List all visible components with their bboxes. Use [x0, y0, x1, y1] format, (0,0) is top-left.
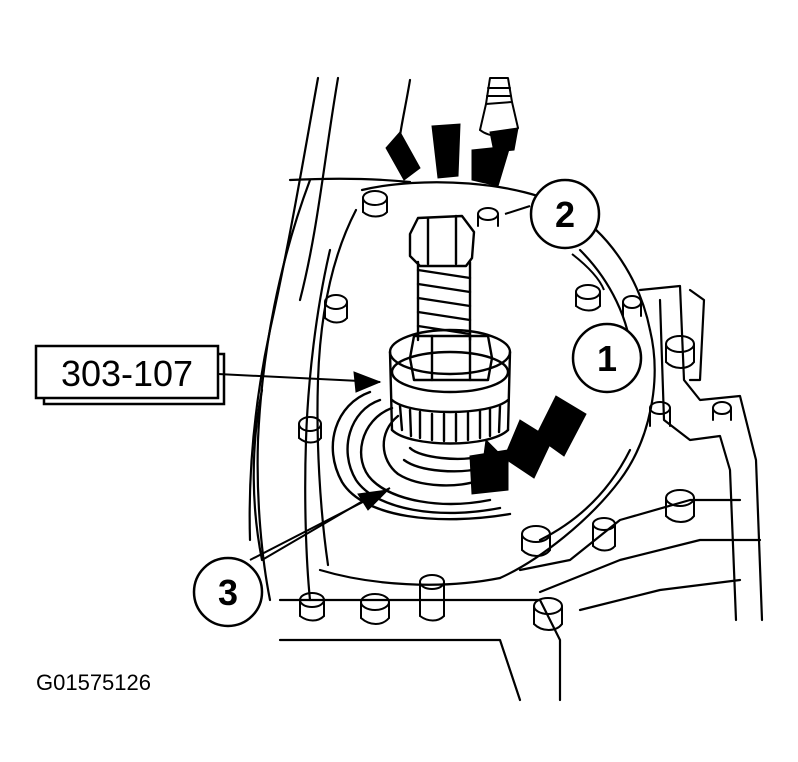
figure-id: G01575126	[36, 670, 151, 695]
rotation-arrow-top	[385, 123, 519, 187]
callout-3: 3	[192, 556, 264, 628]
callout-3-number: 3	[218, 572, 238, 613]
callout-2-leader-line	[504, 205, 531, 215]
callout-1-leader-line	[571, 253, 605, 291]
tool-number-label: 303-107	[61, 353, 193, 394]
bolt	[324, 294, 348, 324]
tool-leader-line	[217, 373, 381, 383]
bolt	[419, 574, 445, 622]
seal-installer-tool	[388, 214, 512, 445]
bolt	[649, 401, 671, 427]
bolt	[665, 335, 695, 369]
bolt	[533, 597, 563, 631]
bolt	[360, 593, 390, 625]
callout-2: 2	[529, 178, 601, 250]
housing-bolts	[298, 190, 732, 631]
bolt	[477, 207, 499, 227]
leader-arrowheads	[353, 371, 390, 511]
top-stud	[479, 77, 519, 137]
callout-1: 1	[571, 322, 643, 394]
callout-2-number: 2	[555, 194, 575, 235]
bolt	[575, 284, 601, 312]
bolt	[298, 416, 322, 444]
callout-3-arrowhead	[357, 489, 390, 511]
bolt	[592, 517, 616, 552]
tool-arrowhead	[353, 371, 382, 393]
bolt	[712, 401, 732, 421]
rotation-arrow-bottom	[469, 395, 587, 495]
transmission-housing	[248, 76, 412, 602]
bolt	[622, 295, 642, 317]
bolt	[521, 525, 551, 557]
bolt	[665, 489, 695, 523]
callout-1-number: 1	[597, 338, 617, 379]
case-flange	[278, 284, 764, 702]
bolt	[299, 592, 325, 622]
leader-lines	[217, 205, 605, 561]
bolt	[362, 190, 388, 218]
tool-label-box: 303-107	[34, 344, 226, 406]
